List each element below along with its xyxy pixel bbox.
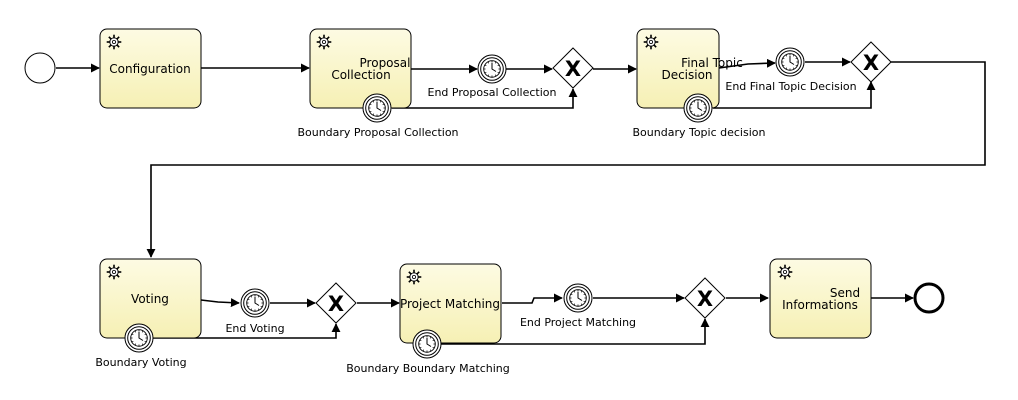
flow-gateway-2-to-voting[interactable] bbox=[146, 61, 986, 258]
task-label-line-2: Decision bbox=[661, 68, 712, 82]
gear-icon bbox=[643, 34, 659, 50]
flow-boundary-proposal-to-gateway-1[interactable] bbox=[392, 88, 578, 109]
gear-icon bbox=[106, 34, 122, 50]
task-project-matching[interactable]: Project Matching bbox=[399, 263, 502, 344]
clock-icon bbox=[362, 93, 392, 123]
task-label-line-2: Collection bbox=[331, 68, 390, 82]
timer-event-end-project-matching[interactable]: End Project Matching bbox=[520, 283, 636, 329]
gateway-x-icon: X bbox=[328, 292, 344, 316]
task-configuration[interactable]: Configuration bbox=[99, 28, 202, 109]
event-label: Boundary Boundary Matching bbox=[346, 362, 510, 375]
flow-boundary-matching-to-gateway-4[interactable] bbox=[441, 318, 710, 345]
gateway-x-icon: X bbox=[863, 51, 879, 75]
end-event[interactable] bbox=[913, 282, 945, 314]
task-final-topic-decision[interactable]: Final Topic Decision bbox=[636, 28, 743, 109]
event-label: End Proposal Collection bbox=[428, 86, 557, 99]
event-label: End Project Matching bbox=[520, 316, 636, 329]
task-label-line-1: Send bbox=[830, 286, 860, 300]
timer-event-end-voting[interactable]: End Voting bbox=[225, 288, 285, 335]
exclusive-gateway-1[interactable]: X bbox=[552, 47, 594, 89]
task-voting[interactable]: Voting bbox=[99, 258, 202, 339]
sequence-flows bbox=[56, 57, 986, 345]
clock-icon bbox=[124, 323, 154, 353]
clock-icon bbox=[240, 288, 270, 318]
gear-icon bbox=[777, 264, 793, 280]
clock-icon bbox=[775, 47, 805, 77]
event-label: End Final Topic Decision bbox=[725, 80, 856, 93]
exclusive-gateway-2[interactable]: X bbox=[850, 41, 892, 83]
task-label-line-1: Proposal bbox=[360, 56, 411, 70]
boundary-timer-voting[interactable]: Boundary Voting bbox=[95, 323, 187, 369]
clock-icon bbox=[683, 93, 713, 123]
task-send-informations[interactable]: Send Informations bbox=[769, 258, 872, 339]
gateway-x-icon: X bbox=[697, 287, 713, 311]
task-proposal-collection[interactable]: Proposal Collection bbox=[309, 28, 412, 109]
event-label: Boundary Proposal Collection bbox=[297, 126, 458, 139]
timer-event-end-proposal-collection[interactable]: End Proposal Collection bbox=[428, 54, 557, 99]
clock-icon bbox=[412, 329, 442, 359]
task-label: Project Matching bbox=[400, 297, 500, 311]
flow-project-matching-to-end-timer[interactable] bbox=[502, 293, 563, 304]
boundary-timer-proposal-collection[interactable]: Boundary Proposal Collection bbox=[297, 93, 459, 139]
gear-icon bbox=[406, 269, 422, 285]
boundary-timer-topic-decision[interactable]: Boundary Topic decision bbox=[633, 93, 766, 139]
event-label: Boundary Voting bbox=[95, 356, 186, 369]
task-label: Configuration bbox=[109, 62, 190, 76]
exclusive-gateway-3[interactable]: X bbox=[315, 282, 357, 324]
gear-icon bbox=[106, 264, 122, 280]
gateway-x-icon: X bbox=[565, 57, 581, 81]
event-label: End Voting bbox=[225, 322, 284, 335]
clock-icon bbox=[563, 283, 593, 313]
clock-icon bbox=[477, 54, 507, 84]
flow-voting-to-end-timer[interactable] bbox=[200, 298, 240, 308]
task-label-line-1: Final Topic bbox=[681, 56, 743, 70]
task-label: Voting bbox=[131, 292, 169, 306]
event-label: Boundary Topic decision bbox=[633, 126, 766, 139]
gear-icon bbox=[316, 34, 332, 50]
task-label-line-2: Informations bbox=[782, 298, 858, 312]
flow-final-topic-decision-to-end-timer[interactable] bbox=[718, 58, 776, 69]
flow-boundary-topic-to-gateway-2[interactable] bbox=[713, 81, 876, 109]
timer-event-end-final-topic-decision[interactable]: End Final Topic Decision bbox=[725, 47, 857, 93]
exclusive-gateway-4[interactable]: X bbox=[684, 277, 726, 319]
start-event[interactable] bbox=[24, 52, 56, 84]
flow-boundary-voting-to-gateway-3[interactable] bbox=[153, 323, 341, 339]
boundary-timer-boundary-matching[interactable]: Boundary Boundary Matching bbox=[346, 329, 510, 375]
